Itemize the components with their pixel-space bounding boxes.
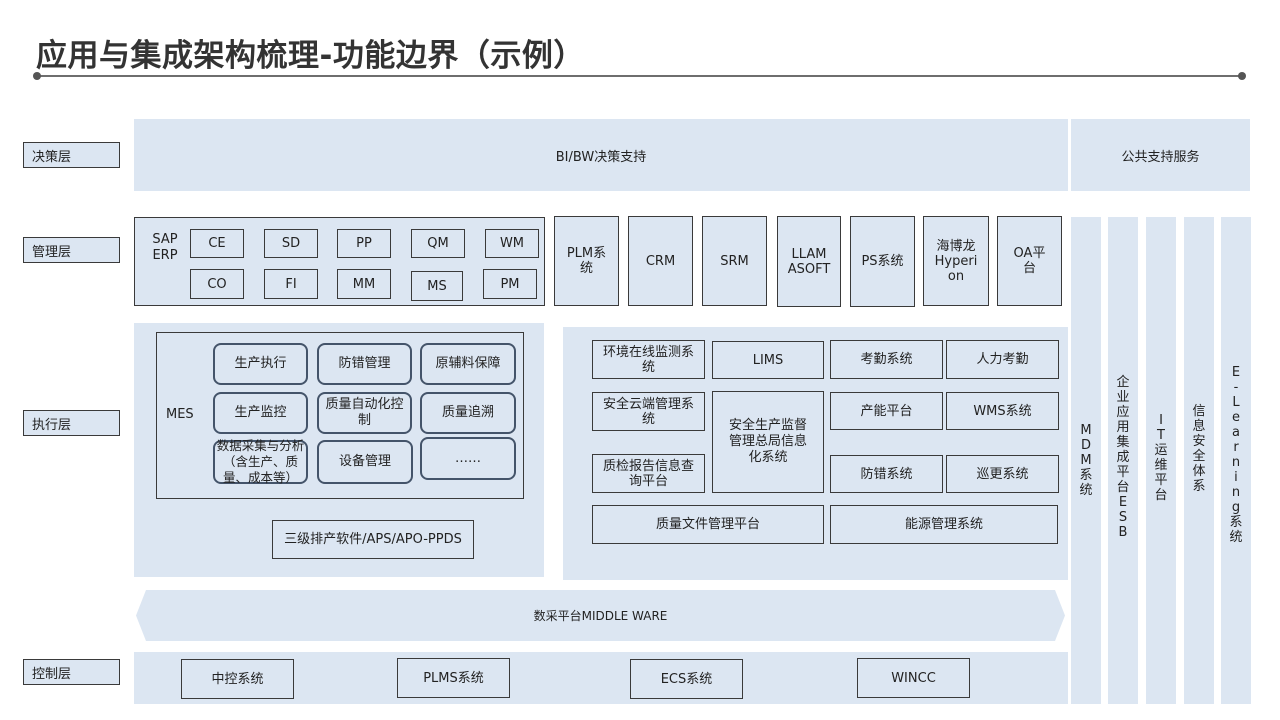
divider-dot-left [33,72,41,80]
plm-system[interactable]: PLM系统 [554,216,619,306]
wms-system[interactable]: WMS系统 [946,392,1059,430]
central-control-system[interactable]: 中控系统 [181,659,294,699]
public-service-panel: 公共支持服务 [1071,119,1250,191]
env-monitoring-system[interactable]: 环境在线监测系统 [592,340,705,379]
mes-module-production-monitoring[interactable]: 生产监控 [213,392,308,434]
capacity-platform[interactable]: 产能平台 [830,392,943,430]
sap-module-qm[interactable]: QM [411,229,465,258]
srm-system[interactable]: SRM [702,216,767,306]
sap-module-sd[interactable]: SD [264,229,318,258]
crm-system[interactable]: CRM [628,216,693,306]
sap-module-wm[interactable]: WM [485,229,539,258]
info-security-column: 信息安全体系 [1184,217,1214,704]
sap-erp-label: SAP ERP [152,232,178,263]
aps-software[interactable]: 三级排产软件/APS/APO-PPDS [272,520,474,559]
error-proofing-system[interactable]: 防错系统 [830,455,943,493]
sap-module-pm[interactable]: PM [483,269,537,299]
mes-module-quality-traceability[interactable]: 质量追溯 [420,392,516,434]
attendance-system[interactable]: 考勤系统 [830,340,943,379]
mes-module-production-execution[interactable]: 生产执行 [213,343,308,385]
sap-module-ms[interactable]: MS [411,271,463,301]
sap-module-pp[interactable]: PP [337,229,391,258]
sap-module-fi[interactable]: FI [264,269,318,299]
lims-system[interactable]: LIMS [712,341,824,379]
middleware-platform: 数采平台MIDDLE WARE [136,590,1065,641]
qc-report-platform[interactable]: 质检报告信息查询平台 [592,454,705,493]
safety-supervision-system[interactable]: 安全生产监督管理总局信息化系统 [712,391,824,493]
mes-module-more[interactable]: …… [420,437,516,480]
safety-cloud-system[interactable]: 安全云端管理系统 [592,392,705,431]
oa-platform[interactable]: OA平台 [997,216,1062,306]
plms-system[interactable]: PLMS系统 [397,658,510,698]
divider-dot-right [1238,72,1246,80]
layer-label-execution: 执行层 [23,410,120,436]
quality-file-platform[interactable]: 质量文件管理平台 [592,505,824,544]
bi-decision-panel: BI/BW决策支持 [134,119,1068,191]
info-security-label: 信息安全体系 [1192,404,1206,494]
mes-module-material-support[interactable]: 原辅料保障 [420,343,516,385]
sap-module-ce[interactable]: CE [190,229,244,258]
mes-module-error-proofing[interactable]: 防错管理 [317,343,412,385]
energy-management-system[interactable]: 能源管理系统 [830,505,1058,544]
mes-module-equipment-management[interactable]: 设备管理 [317,440,413,484]
mes-module-data-collection[interactable]: 数据采集与分析（含生产、质量、成本等） [213,438,308,485]
layer-label-control: 控制层 [23,659,120,685]
patrol-system[interactable]: 巡更系统 [946,455,1059,493]
ps-system[interactable]: PS系统 [850,216,915,307]
mes-label: MES [166,407,194,422]
hyperion-system[interactable]: 海博龙Hyperion [923,216,989,306]
page-title: 应用与集成架构梳理-功能边界（示例） [36,38,585,74]
wincc-system[interactable]: WINCC [857,658,970,698]
title-divider [36,75,1242,77]
ecs-system[interactable]: ECS系统 [630,659,743,699]
llam-asoft-system[interactable]: LLAM ASOFT [777,216,841,307]
mes-module-quality-automation[interactable]: 质量自动化控制 [317,392,412,434]
layer-label-management: 管理层 [23,237,120,263]
hr-attendance-system[interactable]: 人力考勤 [946,340,1059,379]
sap-module-co[interactable]: CO [190,269,244,299]
sap-module-mm[interactable]: MM [337,269,391,299]
layer-label-decision: 决策层 [23,142,120,168]
